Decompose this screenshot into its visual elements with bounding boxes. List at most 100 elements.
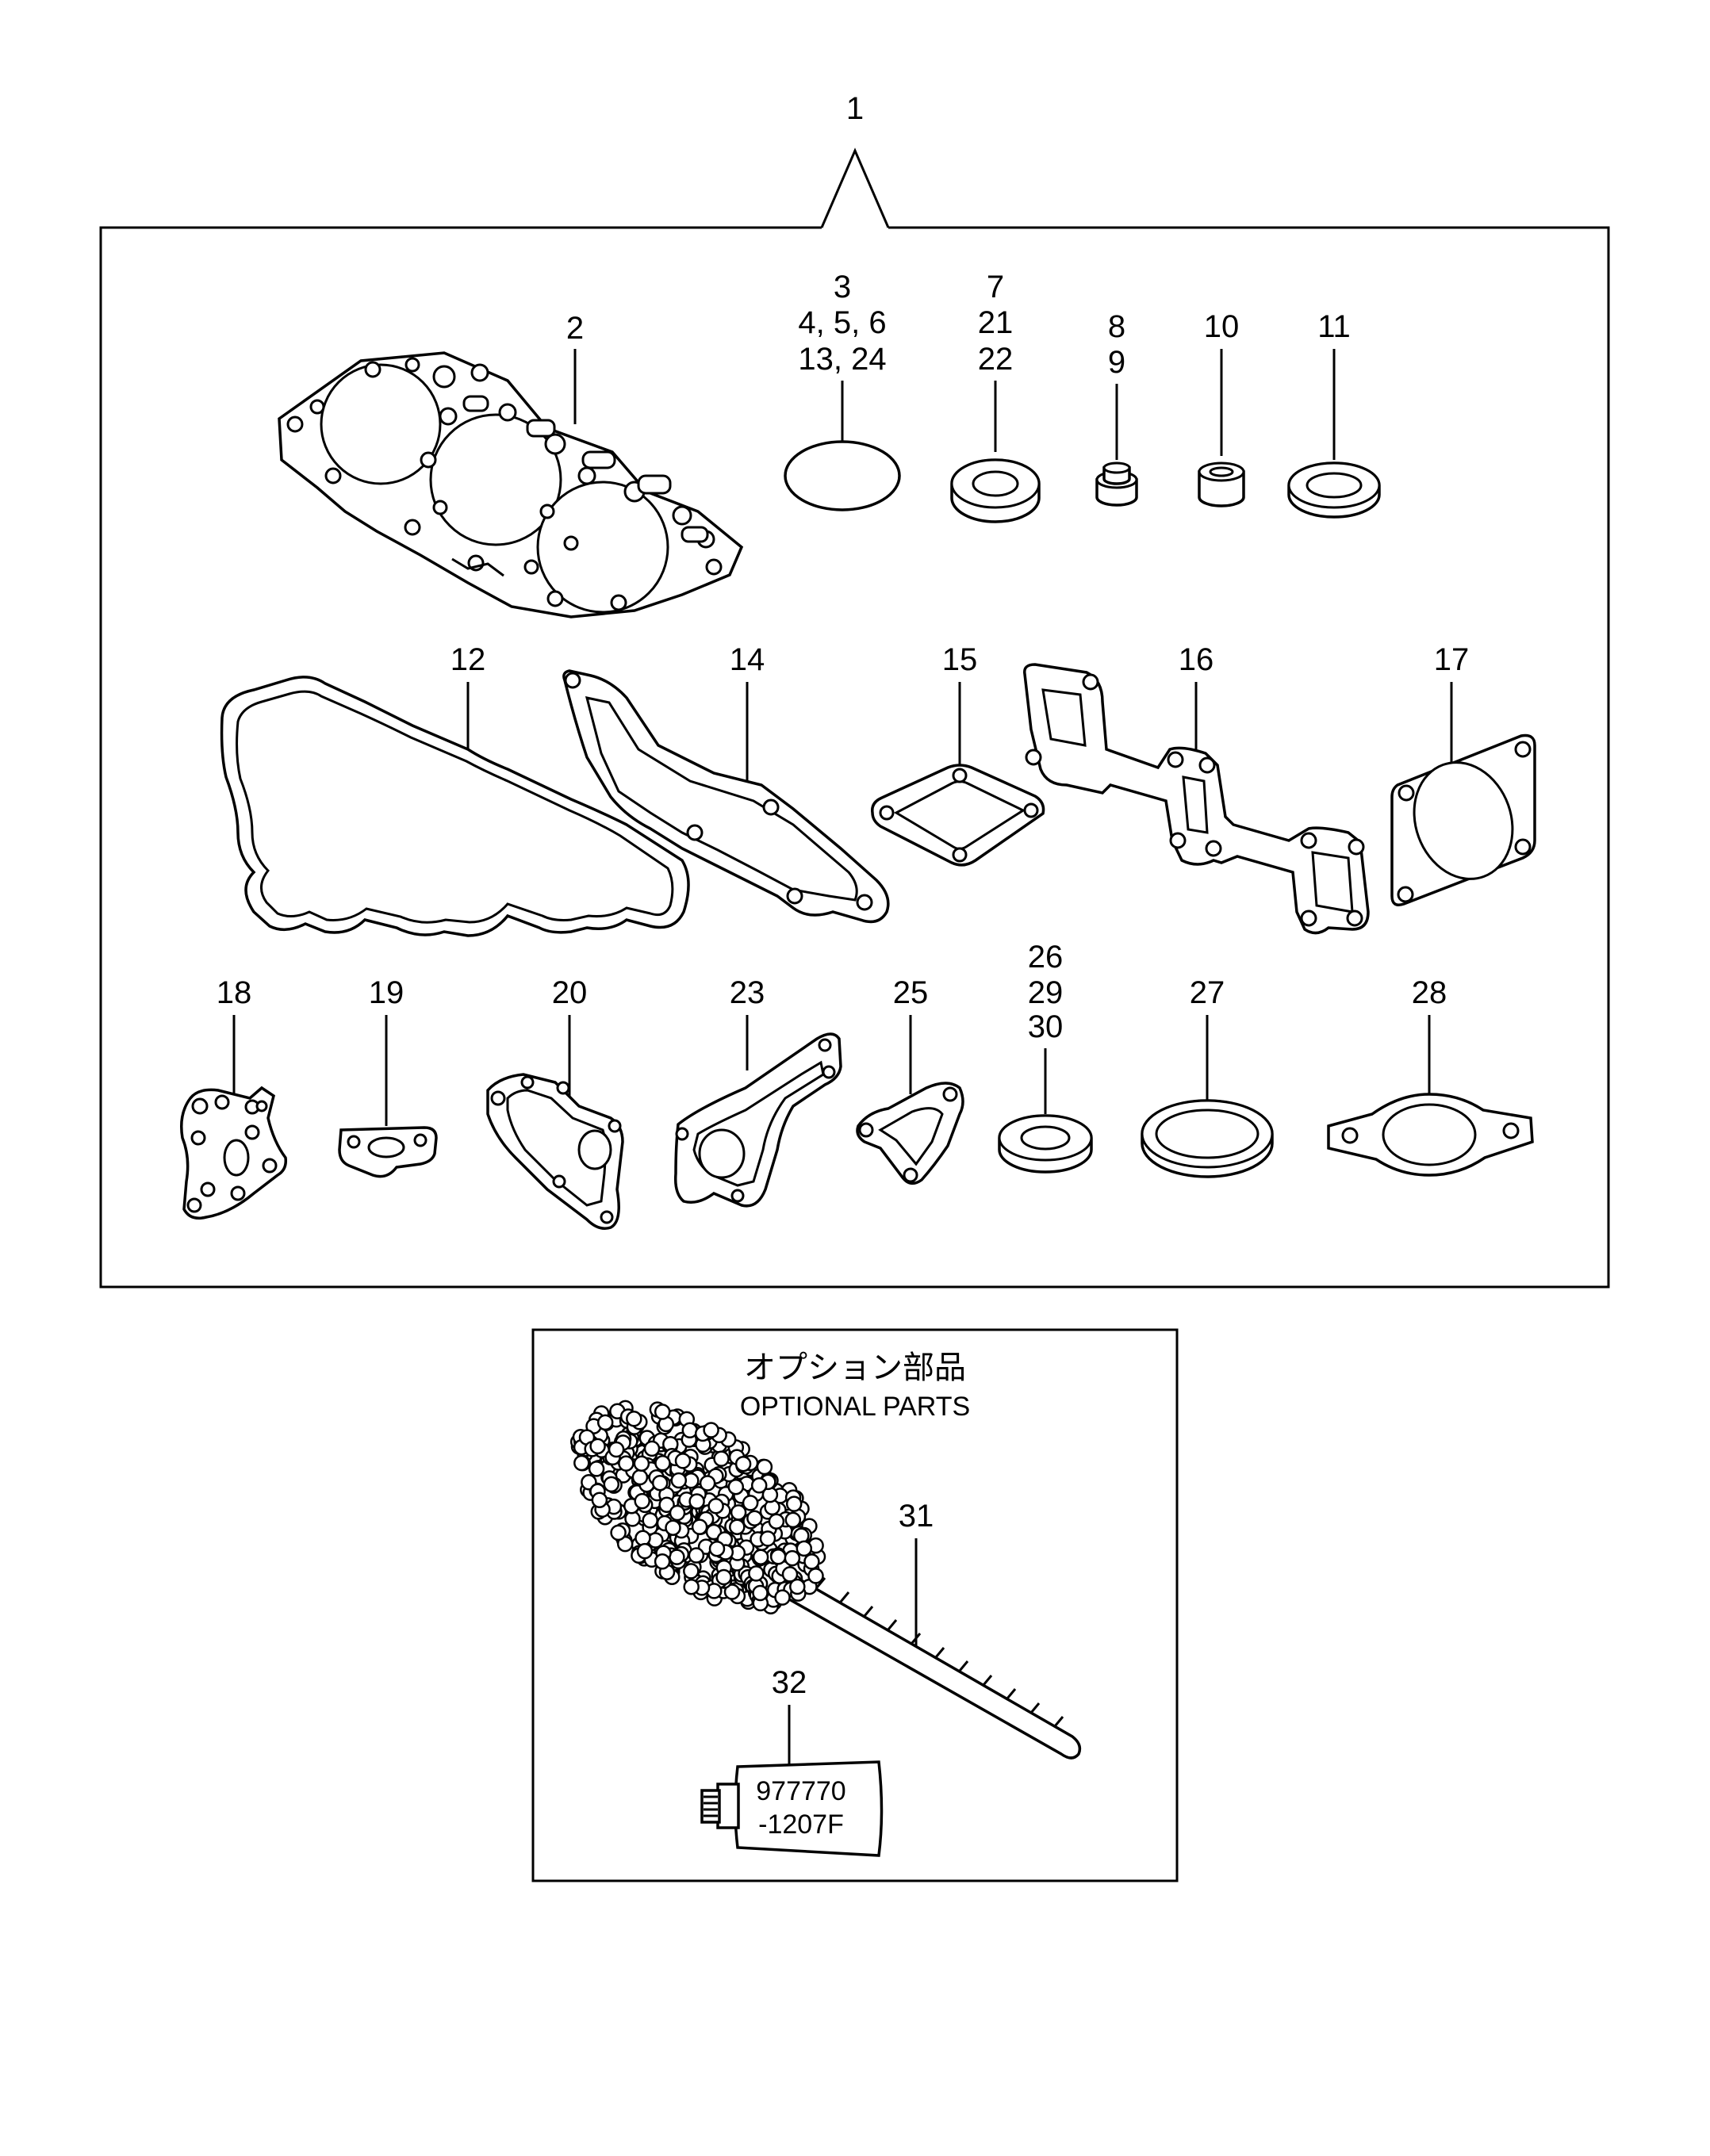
cylinder-hone-brush-part: 31 bbox=[569, 1400, 1082, 1760]
abrasive-bead bbox=[573, 1454, 590, 1472]
part-label-25: 25 bbox=[893, 975, 929, 1010]
thermostat-gasket-part-25: 25 bbox=[856, 975, 964, 1185]
abrasive-bead bbox=[669, 1549, 685, 1565]
abrasive-bead bbox=[752, 1549, 769, 1565]
abrasive-bead bbox=[683, 1578, 700, 1595]
abrasive-bead bbox=[730, 1504, 747, 1521]
part-label-15: 15 bbox=[942, 642, 978, 677]
abrasive-bead bbox=[748, 1565, 765, 1582]
part-label-26a: 26 bbox=[1028, 940, 1064, 975]
part-label-18: 18 bbox=[217, 975, 252, 1010]
abrasive-bead bbox=[636, 1542, 654, 1560]
rocker-cover-gasket-part: 12 bbox=[220, 642, 690, 937]
abrasive-bead bbox=[768, 1513, 785, 1530]
flange-gasket-part-28: 28 bbox=[1327, 975, 1534, 1177]
part-label-7a: 7 bbox=[987, 270, 1004, 304]
abrasive-bead bbox=[588, 1461, 605, 1477]
abrasive-bead bbox=[610, 1524, 627, 1541]
abrasive-bead bbox=[742, 1495, 759, 1511]
abrasive-bead bbox=[759, 1530, 776, 1547]
abrasive-bead bbox=[688, 1493, 705, 1510]
main-frame bbox=[99, 226, 1610, 1289]
part-label-11: 11 bbox=[1317, 309, 1351, 344]
part-label-14: 14 bbox=[730, 642, 765, 677]
part-label-17: 17 bbox=[1434, 642, 1470, 677]
abrasive-bead bbox=[781, 1566, 799, 1583]
part-label-12: 12 bbox=[451, 642, 486, 677]
abrasive-bead bbox=[715, 1568, 732, 1586]
manifold-gasket-part-14: 14 bbox=[562, 642, 890, 924]
part-label-19: 19 bbox=[369, 975, 404, 1010]
assembly-label: 1 bbox=[846, 91, 864, 126]
part-label-8a: 8 bbox=[1108, 309, 1125, 344]
part-label-3a: 3 bbox=[834, 270, 851, 304]
small-gasket-part-19: 19 bbox=[338, 975, 438, 1178]
abrasive-bead bbox=[784, 1549, 801, 1567]
abrasive-bead bbox=[803, 1553, 820, 1570]
sealant-tube-part: 32 977770 -1207F bbox=[700, 1665, 884, 1857]
abrasive-bead bbox=[688, 1547, 705, 1564]
abrasive-bead bbox=[769, 1549, 787, 1565]
part-label-32: 32 bbox=[772, 1665, 807, 1700]
abrasive-bead bbox=[727, 1478, 745, 1495]
water-pump-gasket-part-20: 20 bbox=[486, 975, 624, 1230]
abrasive-bead bbox=[691, 1518, 708, 1535]
optional-title-jp: オプション部品 bbox=[744, 1350, 966, 1385]
abrasive-bead bbox=[669, 1504, 686, 1522]
plate-gasket-part-18: 18 bbox=[180, 975, 288, 1220]
abrasive-bead bbox=[703, 1422, 719, 1438]
sleeve-part: 10 bbox=[1198, 309, 1245, 507]
part-label-26c: 30 bbox=[1028, 1009, 1064, 1044]
abrasive-bead bbox=[746, 1510, 763, 1526]
part-label-2: 2 bbox=[566, 311, 584, 346]
abrasive-bead bbox=[642, 1512, 658, 1529]
washer-part-7: 7 21 22 bbox=[950, 270, 1041, 523]
tube-text-line2: -1207F bbox=[758, 1809, 844, 1840]
abrasive-bead bbox=[603, 1476, 620, 1493]
part-label-7b: 21 bbox=[978, 305, 1014, 340]
abrasive-bead bbox=[658, 1496, 675, 1514]
abrasive-bead bbox=[651, 1474, 669, 1492]
abrasive-bead bbox=[635, 1530, 651, 1547]
part-label-16: 16 bbox=[1179, 642, 1214, 677]
abrasive-bead bbox=[633, 1455, 650, 1472]
part-label-31: 31 bbox=[899, 1499, 934, 1534]
abrasive-bead bbox=[631, 1469, 649, 1486]
part-label-28: 28 bbox=[1412, 975, 1447, 1010]
washer-part-11: 11 bbox=[1287, 309, 1381, 519]
part-label-10: 10 bbox=[1204, 309, 1240, 344]
abrasive-bead bbox=[674, 1453, 692, 1469]
brush-head bbox=[569, 1400, 826, 1615]
abrasive-bead bbox=[681, 1422, 699, 1439]
abrasive-bead bbox=[608, 1441, 625, 1458]
part-label-3c: 13, 24 bbox=[798, 342, 886, 377]
optional-parts-frame bbox=[531, 1328, 1179, 1882]
abrasive-bead bbox=[683, 1563, 700, 1580]
abrasive-bead bbox=[807, 1568, 824, 1584]
abrasive-bead bbox=[729, 1518, 746, 1535]
abrasive-bead bbox=[699, 1475, 716, 1492]
abrasive-bead bbox=[750, 1477, 768, 1494]
abrasive-bead bbox=[596, 1414, 614, 1431]
valve-stem-seal-part: 8 9 bbox=[1095, 309, 1138, 507]
part-label-23: 23 bbox=[730, 975, 765, 1010]
abrasive-bead bbox=[752, 1584, 769, 1602]
abrasive-bead bbox=[789, 1578, 806, 1595]
abrasive-bead bbox=[723, 1583, 741, 1600]
abrasive-bead bbox=[708, 1540, 726, 1557]
abrasive-bead bbox=[785, 1495, 803, 1512]
abrasive-bead bbox=[713, 1450, 730, 1467]
o-ring-part: 3 4, 5, 6 13, 24 bbox=[784, 270, 901, 511]
abrasive-bead bbox=[591, 1492, 608, 1509]
cylinder-head-gasket-part: 2 bbox=[278, 311, 744, 618]
part-label-8b: 9 bbox=[1108, 345, 1125, 380]
abrasive-bead bbox=[634, 1492, 650, 1510]
abrasive-bead bbox=[705, 1523, 723, 1541]
abrasive-bead bbox=[784, 1511, 802, 1529]
abrasive-bead bbox=[796, 1540, 813, 1557]
abrasive-bead bbox=[734, 1455, 752, 1472]
part-label-20: 20 bbox=[552, 975, 588, 1010]
abrasive-bead bbox=[626, 1411, 642, 1427]
abrasive-bead bbox=[670, 1472, 688, 1489]
